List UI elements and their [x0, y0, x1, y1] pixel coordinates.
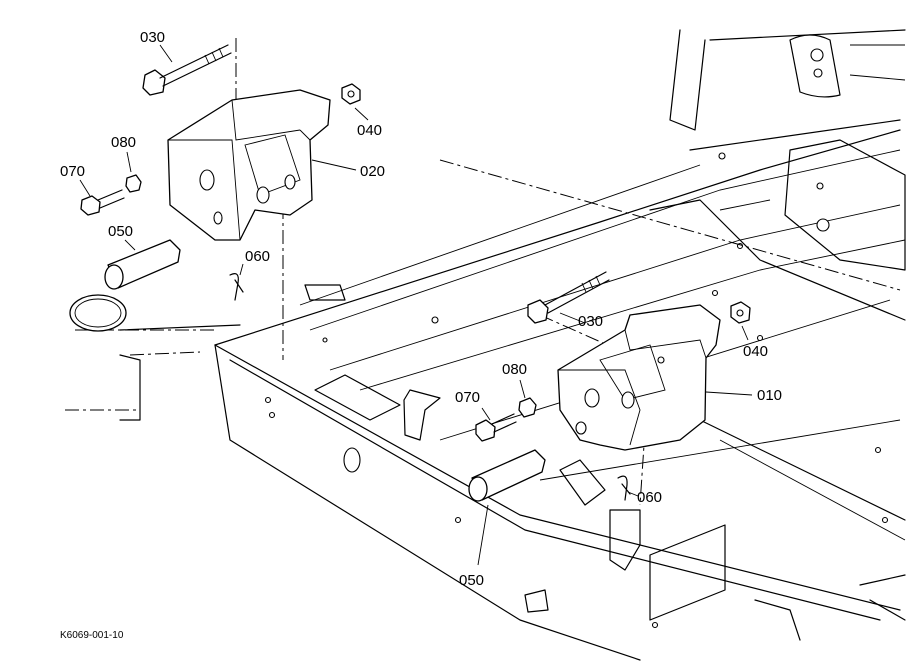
ring-part	[69, 294, 127, 332]
callout-070-mid: 070	[455, 389, 480, 406]
callout-010: 010	[757, 387, 782, 404]
callout-040-mid: 040	[743, 343, 768, 360]
callout-labels: 030 040 020 080 070 050 060 030 040 010 …	[60, 29, 782, 589]
pin-050-top	[104, 239, 181, 290]
assembly-guides	[235, 38, 901, 506]
washer-080-mid	[518, 397, 537, 418]
cotter-060-top	[229, 273, 244, 301]
callout-070-top: 070	[60, 163, 85, 180]
callout-050-top: 050	[108, 223, 133, 240]
chassis-frame	[65, 29, 906, 661]
callout-080-mid: 080	[502, 361, 527, 378]
callout-040-top: 040	[357, 122, 382, 139]
nut-040-mid	[730, 301, 751, 324]
callout-030-top: 030	[140, 29, 165, 46]
callout-030-mid: 030	[578, 313, 603, 330]
bracket-020	[167, 89, 331, 241]
bolt-070-mid	[475, 413, 517, 442]
bolt-070-top	[80, 189, 125, 216]
cotter-060-mid	[617, 475, 631, 501]
nut-040-top	[341, 83, 361, 105]
callout-020: 020	[360, 163, 385, 180]
washer-080-top	[125, 174, 142, 193]
callout-080-top: 080	[111, 134, 136, 151]
reference-code: K6069-001-10	[60, 630, 124, 641]
bolt-030-mid	[527, 271, 610, 324]
callout-060-mid: 060	[637, 489, 662, 506]
callout-060-top: 060	[245, 248, 270, 265]
pin-050-bottom	[468, 449, 546, 502]
ring-part-inner	[74, 298, 122, 328]
bracket-010	[557, 304, 721, 451]
bolt-030-top	[142, 44, 232, 96]
callout-050-bottom: 050	[459, 572, 484, 589]
leader-lines	[79, 44, 753, 566]
